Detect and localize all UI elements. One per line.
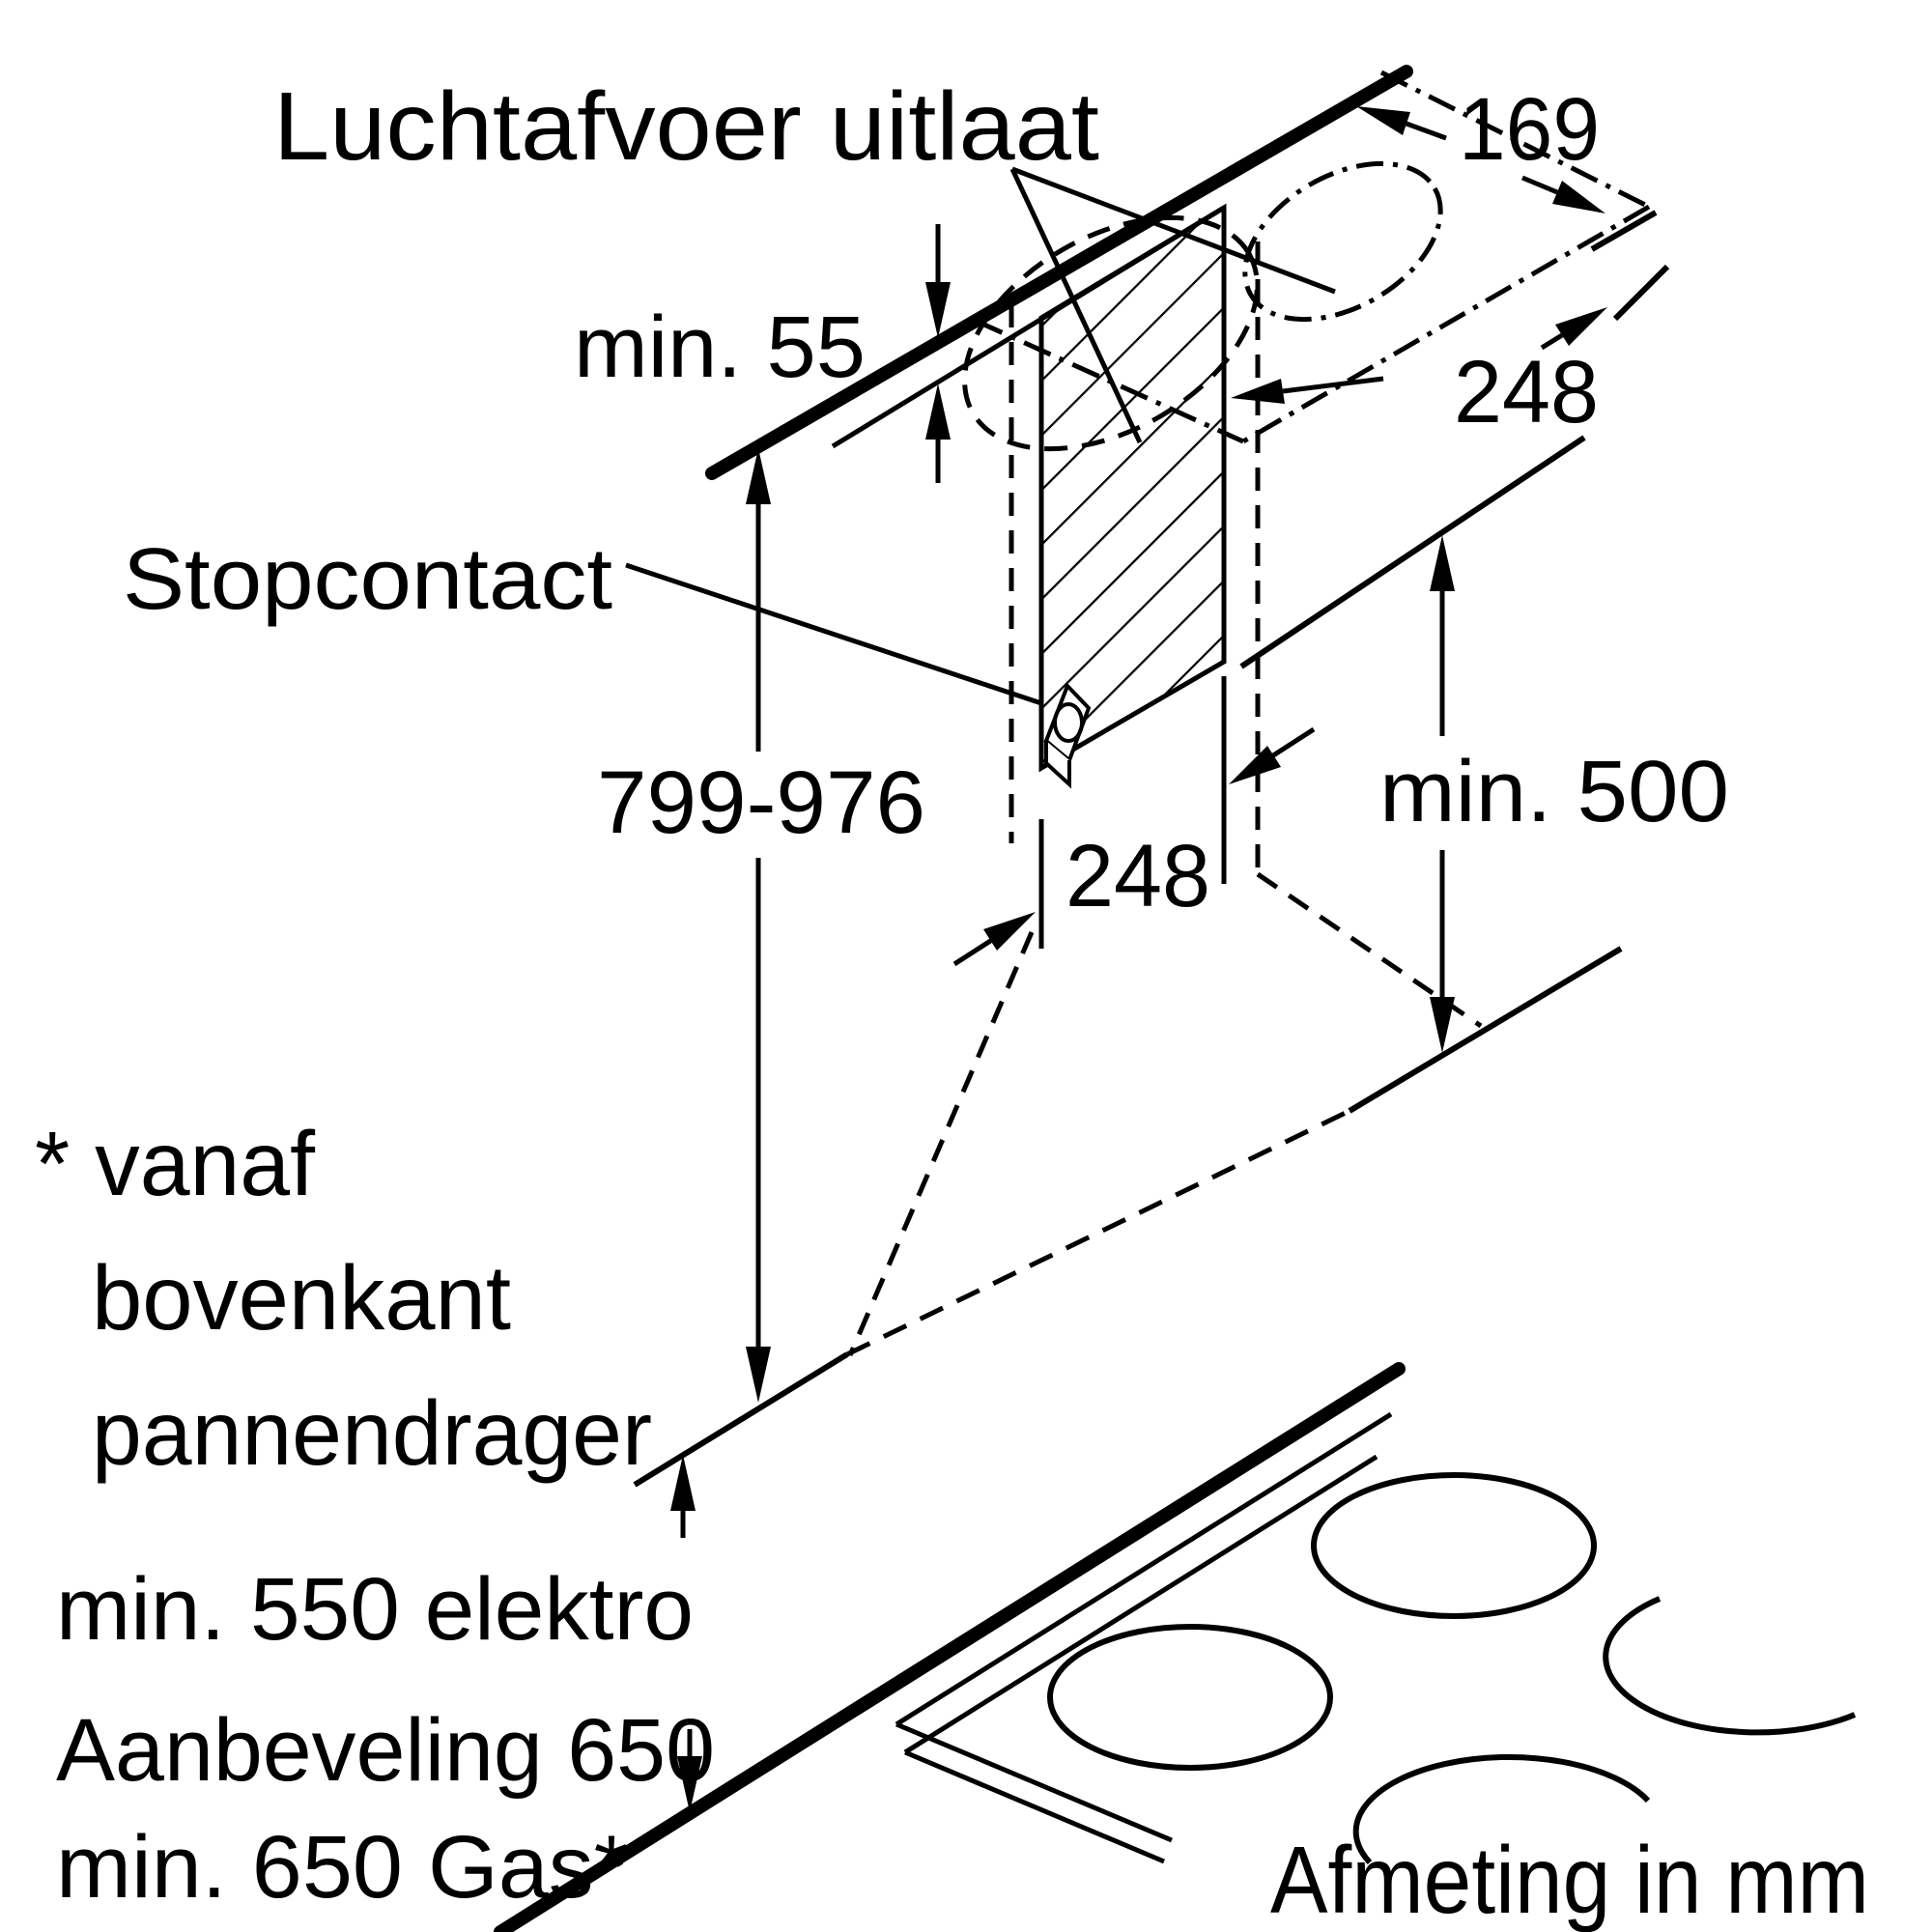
label-clearance-recommended: Aanbeveling 650 [56,1701,715,1800]
dim-min500 [1239,435,1623,1114]
socket-symbol [1043,682,1092,789]
label-248-top: 248 [1454,343,1599,441]
label-footnote-2: bovenkant [92,1247,511,1350]
label-footnote-3: pannendrager [92,1382,652,1485]
label-outlet: Luchtafvoer uitlaat [273,72,1099,181]
dim-min550 [670,1455,702,1812]
label-units: Afmeting in mm [1270,1827,1869,1932]
socket-leader-line [625,562,1042,706]
duct-outlet-hole-dashdot [1242,160,1443,323]
projection-dashed-lines [847,871,1483,1356]
outlet-leader-lines [1009,166,1336,444]
worktop-edge [494,1362,1406,1932]
label-248-bottom: 248 [1065,827,1210,925]
label-799-976: 799-976 [597,753,925,852]
dim-169 [1356,106,1658,252]
label-socket: Stopcontact [123,531,612,628]
dim-min55 [925,224,951,483]
label-min55: min. 55 [574,299,866,396]
chimney-dashed-outline [1009,242,1261,874]
label-min500: min. 500 [1379,744,1729,840]
label-clearance-electric: min. 550 elektro [56,1560,694,1659]
pan-support-reference-line [633,1108,1351,1488]
dim-248-top [1231,264,1670,404]
dim-799-976 [746,448,771,1403]
mounting-plate-hatched [1038,203,1227,773]
burner-rings [1047,1472,1857,1865]
label-169: 169 [1459,80,1600,179]
cooktop [494,1362,1857,1932]
label-clearance-gas: min. 650 Gas* [56,1818,629,1917]
dim-248-bottom [952,676,1316,967]
label-footnote-1: * vanaf [35,1113,316,1215]
